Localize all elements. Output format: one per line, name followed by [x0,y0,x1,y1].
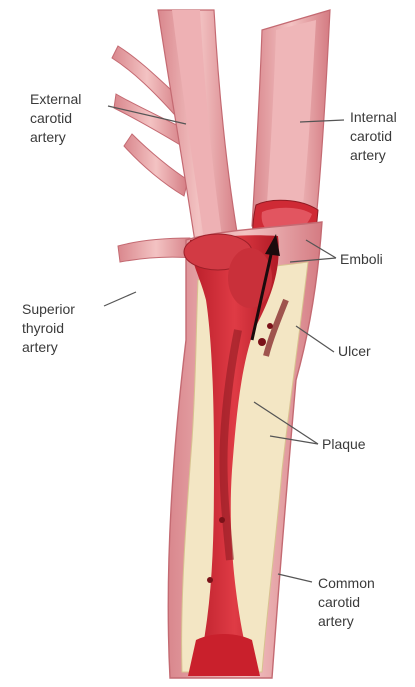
external-carotid-label-line1: External [30,90,81,109]
internal-carotid-label-line2: carotid [350,127,397,146]
common-carotid-label-line3: artery [318,612,375,631]
common-carotid-vessel [168,222,322,678]
plaque-label: Plaque [322,435,366,454]
superior-thyroid-label-line3: artery [22,338,75,357]
emboli-label-text: Emboli [340,250,383,269]
external-carotid-label-line3: artery [30,128,81,147]
ulcer-label: Ulcer [338,342,371,361]
plaque-label-text: Plaque [322,435,366,454]
internal-carotid-label-line3: artery [350,146,397,165]
emboli-label: Emboli [340,250,383,269]
superior-thyroid-branch [118,238,194,262]
superior-thyroid-leader [104,292,136,306]
superior-thyroid-label-line1: Superior [22,300,75,319]
internal-carotid-label: Internal carotid artery [350,108,397,165]
common-carotid-label: Common carotid artery [318,574,375,631]
external-carotid-label: External carotid artery [30,90,81,147]
common-carotid-leader [278,574,312,582]
ulcer-label-text: Ulcer [338,342,371,361]
common-carotid-label-line2: carotid [318,593,375,612]
superior-thyroid-label-line2: thyroid [22,319,75,338]
internal-carotid-label-line1: Internal [350,108,397,127]
common-carotid-label-line1: Common [318,574,375,593]
external-carotid-label-line2: carotid [30,109,81,128]
superior-thyroid-label: Superior thyroid artery [22,300,75,357]
